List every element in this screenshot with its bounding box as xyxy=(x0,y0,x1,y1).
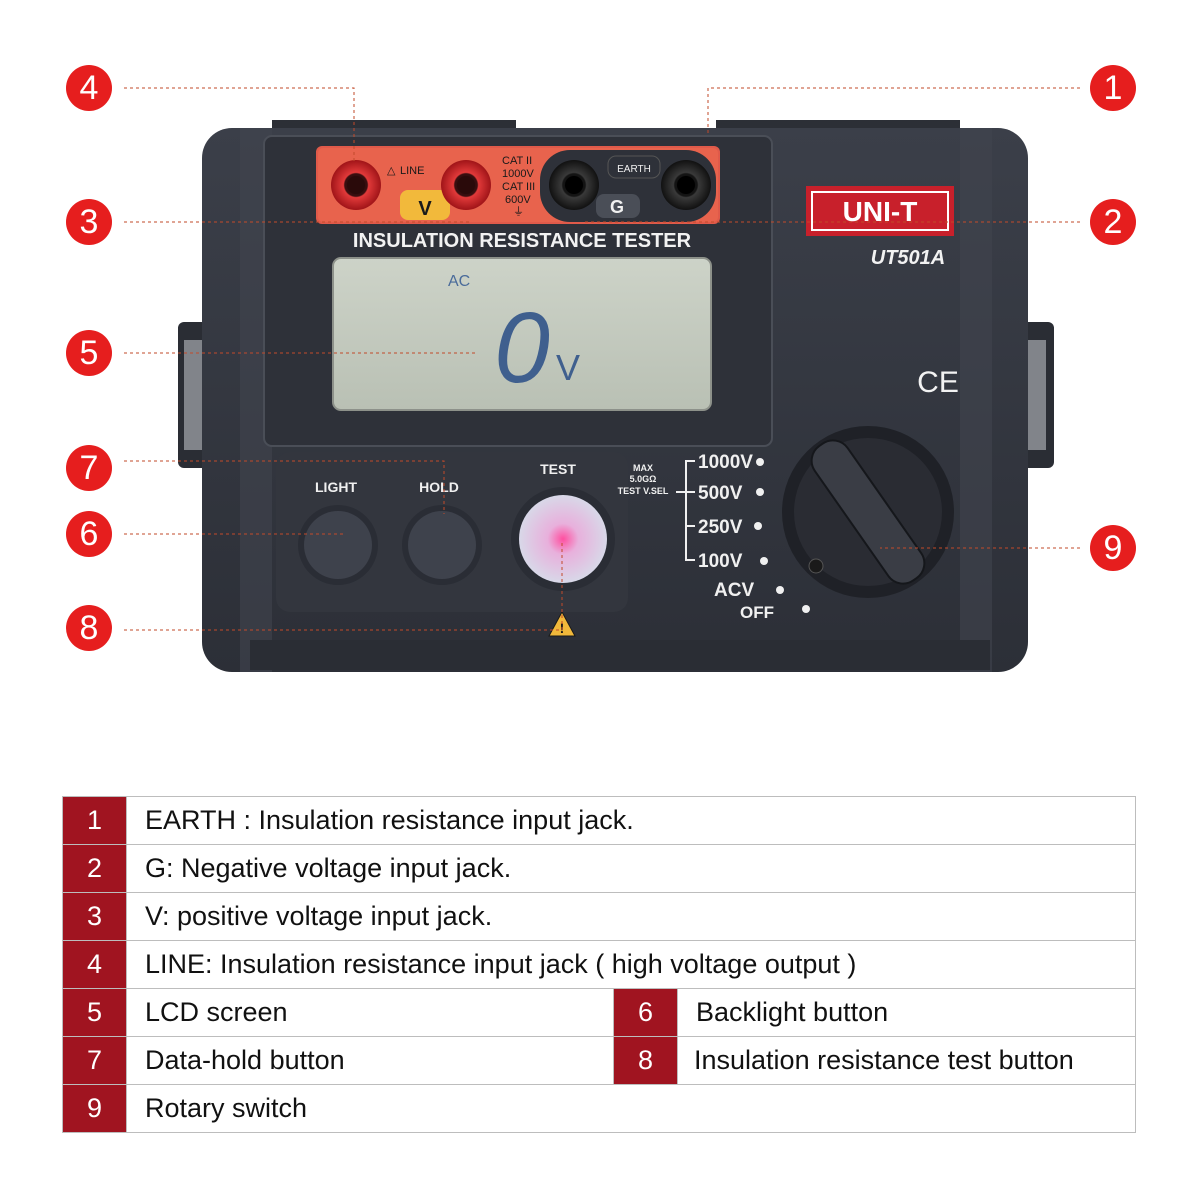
max-label: MAX xyxy=(633,463,653,473)
legend-row: 5 LCD screen 6 Backlight button xyxy=(62,988,1136,1037)
cat-line-3: CAT III xyxy=(502,181,535,193)
callout-8: 8 xyxy=(66,605,112,651)
svg-text:⏚: ⏚ xyxy=(513,205,524,218)
range-500v: 500V xyxy=(698,483,743,504)
legend-text: Rotary switch xyxy=(126,1084,1136,1133)
lcd-ac-indicator: AC xyxy=(448,273,470,290)
legend-text: Data-hold button xyxy=(126,1036,614,1085)
earth-jack-label: EARTH xyxy=(617,164,651,175)
ce-mark: CE xyxy=(917,366,959,399)
callout-9: 9 xyxy=(1090,525,1136,571)
test-button-label: TEST xyxy=(540,461,576,477)
legend-row: 9 Rotary switch xyxy=(62,1084,1136,1133)
light-button-label: LIGHT xyxy=(315,479,357,495)
legend-number: 7 xyxy=(62,1036,127,1085)
device-title: INSULATION RESISTANCE TESTER xyxy=(353,230,692,252)
lcd-reading: 0 xyxy=(494,292,550,404)
legend-text: V: positive voltage input jack. xyxy=(126,892,1136,941)
callout-3: 3 xyxy=(66,199,112,245)
lcd-screen xyxy=(332,257,712,411)
test-vsel-label: TEST V.SEL xyxy=(618,486,669,496)
callout-2: 2 xyxy=(1090,199,1136,245)
legend-number: 6 xyxy=(613,988,678,1037)
callout-1: 1 xyxy=(1090,65,1136,111)
callout-5: 5 xyxy=(66,330,112,376)
callout-4: 4 xyxy=(66,65,112,111)
legend-row: 4 LINE: Insulation resistance input jack… xyxy=(62,940,1136,989)
rotary-pointer-icon xyxy=(808,558,824,574)
range-off: OFF xyxy=(740,603,774,622)
max-resistance-label: 5.0GΩ xyxy=(630,474,657,484)
range-100v: 100V xyxy=(698,551,743,572)
legend-row: 2 G: Negative voltage input jack. xyxy=(62,844,1136,893)
hold-button-label: HOLD xyxy=(419,479,459,495)
callout-7: 7 xyxy=(66,445,112,491)
legend-number: 2 xyxy=(62,844,127,893)
range-250v: 250V xyxy=(698,517,743,538)
cat-line-4: 600V xyxy=(505,194,531,206)
legend-number: 1 xyxy=(62,796,127,845)
legend-row: 1 EARTH : Insulation resistance input ja… xyxy=(62,796,1136,845)
legend-number: 3 xyxy=(62,892,127,941)
legend-table: 1 EARTH : Insulation resistance input ja… xyxy=(62,796,1136,1133)
legend-row: 3 V: positive voltage input jack. xyxy=(62,892,1136,941)
legend-text: Insulation resistance test button xyxy=(677,1036,1136,1085)
cat-line-2: 1000V xyxy=(502,168,534,180)
lcd-unit: V xyxy=(556,347,580,388)
v-jack-label: V xyxy=(418,198,432,220)
cat-line-1: CAT II xyxy=(502,155,532,167)
legend-row: 7 Data-hold button 8 Insulation resistan… xyxy=(62,1036,1136,1085)
rotary-switch-knob[interactable] xyxy=(805,433,932,590)
legend-number: 5 xyxy=(62,988,127,1037)
svg-text:△: △ xyxy=(387,165,396,177)
legend-text: LCD screen xyxy=(126,988,614,1037)
legend-number: 8 xyxy=(613,1036,678,1085)
g-jack-label: G xyxy=(610,197,624,217)
legend-text: Backlight button xyxy=(677,988,1136,1037)
line-jack-label: LINE xyxy=(400,165,424,177)
legend-text: EARTH : Insulation resistance input jack… xyxy=(126,796,1136,845)
model-name: UT501A xyxy=(871,247,945,269)
callout-6: 6 xyxy=(66,511,112,557)
legend-text: G: Negative voltage input jack. xyxy=(126,844,1136,893)
legend-number: 9 xyxy=(62,1084,127,1133)
legend-text: LINE: Insulation resistance input jack (… xyxy=(126,940,1136,989)
brand-badge xyxy=(806,186,954,236)
legend-number: 4 xyxy=(62,940,127,989)
tester-illustration: V LINE △ CAT II 1000V CAT III 600V ⏚ EAR… xyxy=(124,87,1080,672)
range-1000v: 1000V xyxy=(698,452,753,473)
range-acv: ACV xyxy=(714,580,754,601)
